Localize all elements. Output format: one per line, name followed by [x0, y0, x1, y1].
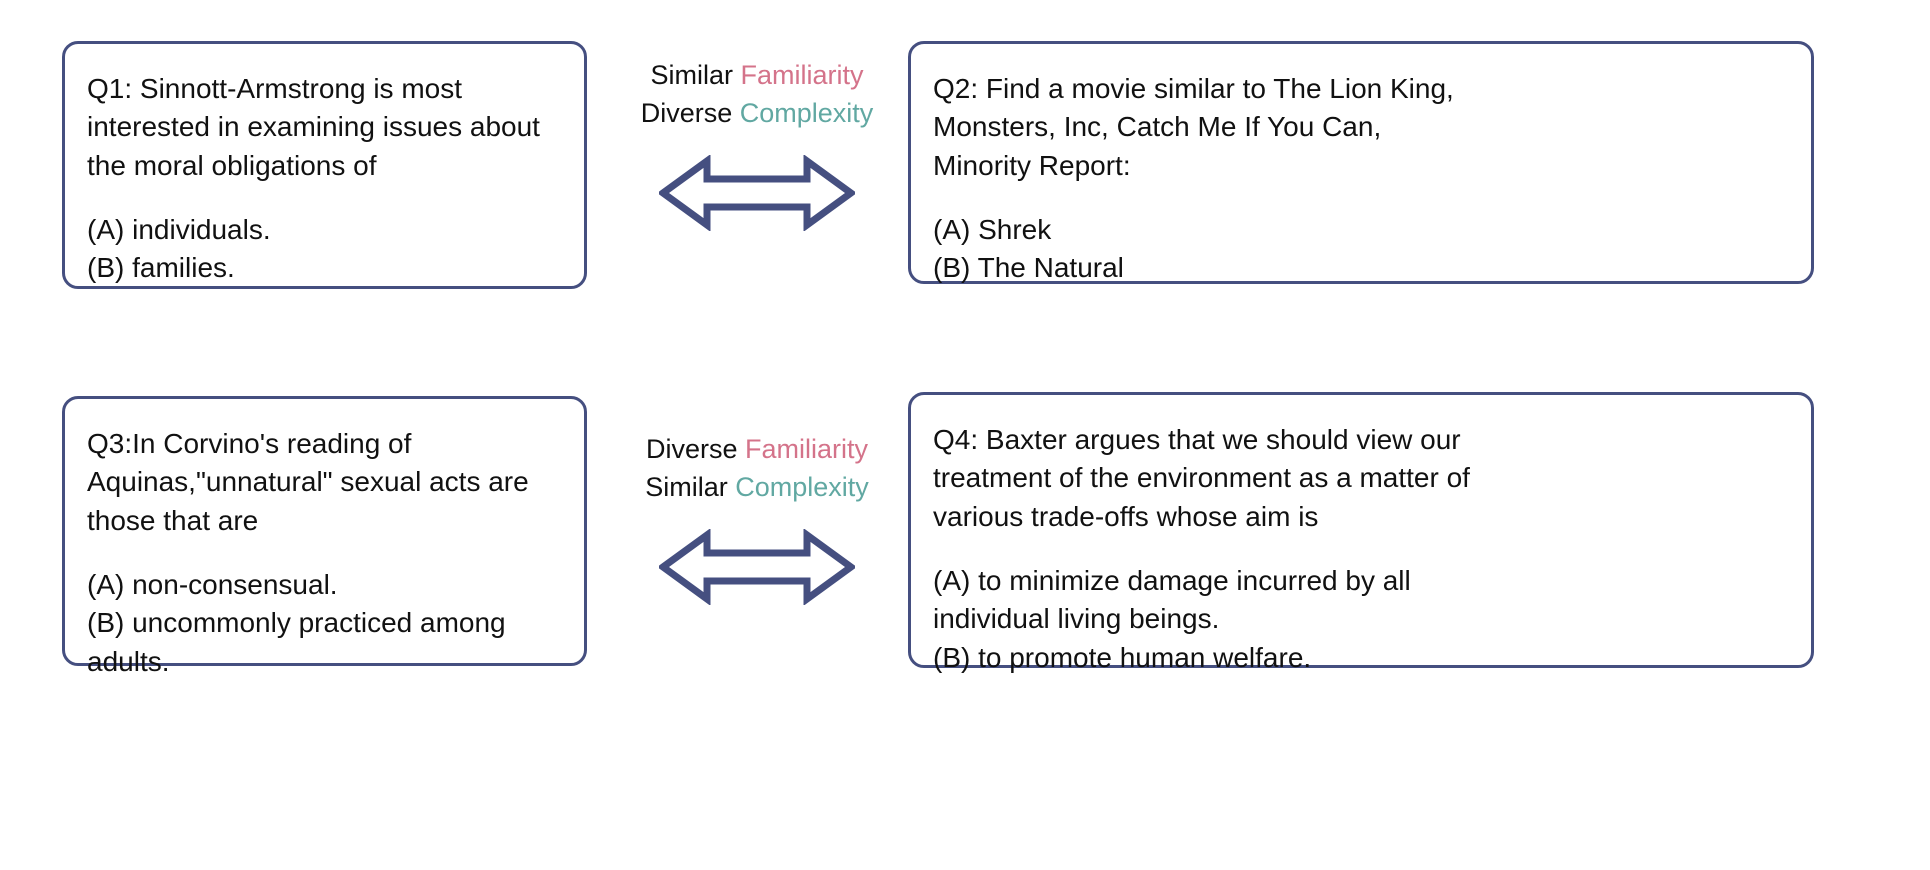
comparison-top-line2-qualifier: Diverse [640, 98, 733, 129]
question-box-q1-content: Q1: Sinnott-Armstrong is most interested… [65, 44, 584, 308]
comparison-top-line2-dimension: Complexity [739, 98, 874, 129]
question-box-q1: Q1: Sinnott-Armstrong is most interested… [62, 41, 587, 289]
q2-stem: Q2: Find a movie similar to The Lion Kin… [933, 73, 1454, 181]
comparison-bottom-line-1: Diverse Familiarity [592, 430, 922, 468]
q3-options: (A) non-consensual. (B) uncommonly pract… [87, 569, 506, 677]
comparison-top-line-2: Diverse Complexity [592, 94, 922, 132]
question-box-q2-content: Q2: Find a movie similar to The Lion Kin… [911, 44, 1811, 308]
double-headed-arrow-icon [659, 154, 855, 231]
q4-spacer [933, 536, 1785, 562]
comparison-top-line1-qualifier: Similar [650, 60, 733, 90]
question-box-q4-content: Q4: Baxter argues that we should view ou… [911, 395, 1811, 697]
comparison-top-line1-dimension: Familiarity [740, 60, 864, 90]
q1-spacer [87, 185, 558, 211]
q1-options: (A) individuals. (B) families. [87, 214, 271, 284]
comparison-bottom-line-2: Similar Complexity [592, 468, 922, 506]
q3-stem: Q3:In Corvino's reading of Aquinas,"unna… [87, 428, 529, 536]
q1-stem: Q1: Sinnott-Armstrong is most interested… [87, 73, 540, 181]
comparison-bottom-line1-dimension: Familiarity [745, 434, 869, 464]
comparison-bottom-line2-qualifier: Similar [645, 472, 728, 503]
question-box-q2: Q2: Find a movie similar to The Lion Kin… [908, 41, 1814, 284]
comparison-bottom-arrow-wrap [592, 528, 922, 605]
q4-stem: Q4: Baxter argues that we should view ou… [933, 424, 1470, 532]
q2-options: (A) Shrek (B) The Natural [933, 214, 1124, 284]
q3-spacer [87, 540, 558, 566]
double-headed-arrow-icon [659, 528, 855, 605]
q4-options: (A) to minimize damage incurred by all i… [933, 565, 1411, 673]
comparison-bottom-line1-qualifier: Diverse [645, 434, 738, 464]
question-box-q3: Q3:In Corvino's reading of Aquinas,"unna… [62, 396, 587, 677]
comparison-top-line-1: Similar Familiarity [592, 56, 922, 94]
comparison-bottom-line2-dimension: Complexity [735, 472, 869, 503]
question-box-q3-content: Q3:In Corvino's reading of Aquinas,"unna… [65, 399, 584, 701]
question-box-q4: Q4: Baxter argues that we should view ou… [908, 392, 1814, 673]
q2-spacer [933, 185, 1785, 211]
comparison-label-bottom: Diverse Familiarity Similar Complexity [592, 430, 922, 605]
comparison-label-top: Similar Familiarity Diverse Complexity [592, 56, 922, 231]
comparison-top-arrow-wrap [592, 154, 922, 231]
